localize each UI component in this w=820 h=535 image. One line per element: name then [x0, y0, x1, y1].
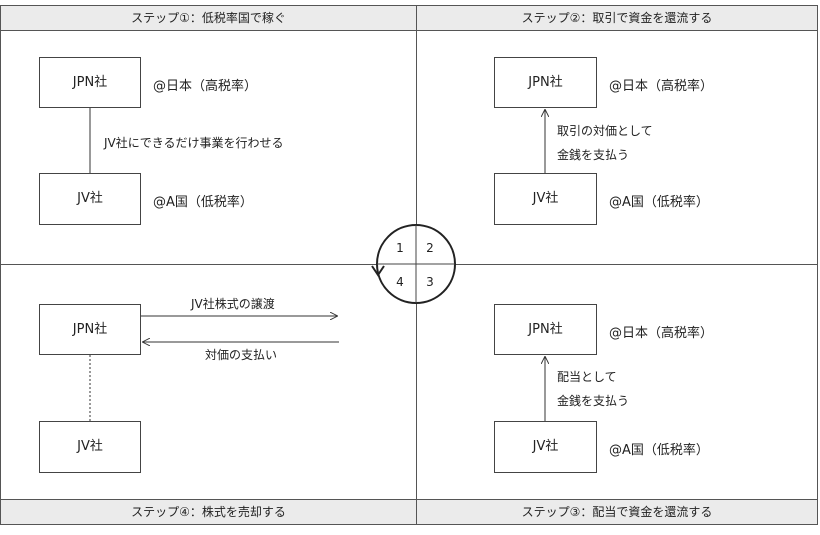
cycle-number-1: 1	[396, 241, 404, 255]
q2-japan-label: @日本（高税率）	[609, 79, 714, 94]
cycle-number-3: 3	[426, 275, 434, 289]
q3-japan-label: @日本（高税率）	[609, 326, 714, 341]
step2-header: ステップ②：取引で資金を還流する	[417, 6, 817, 31]
q3-note-line1: 配当として	[557, 370, 617, 384]
q3-note-line2: 金銭を支払う	[557, 394, 630, 408]
q1-country-a-label: @A国（低税率）	[153, 195, 253, 210]
cycle-arrow-head	[371, 265, 385, 277]
q3-country-a-label: @A国（低税率）	[609, 443, 709, 458]
q3-jpn-box: JPN社	[494, 304, 597, 355]
step1-header: ステップ①：低税率国で稼ぐ	[1, 6, 416, 31]
q4-jv-box: JV社	[39, 421, 141, 473]
q1-jv-box: JV社	[39, 173, 141, 225]
cycle-number-4: 4	[396, 275, 404, 289]
diagram-frame	[0, 5, 818, 525]
q1-jpn-box: JPN社	[39, 57, 141, 108]
q2-jv-box: JV社	[494, 173, 597, 225]
step4-header: ステップ④：株式を売却する	[1, 499, 416, 524]
q2-note-line1: 取引の対価として	[557, 124, 653, 138]
q2-jpn-box: JPN社	[494, 57, 597, 108]
q2-note-line2: 金銭を支払う	[557, 148, 630, 162]
q1-japan-label: @日本（高税率）	[153, 79, 258, 94]
cycle-number-2: 2	[426, 241, 434, 255]
q4-payment-label: 対価の支払い	[205, 348, 278, 362]
step3-header: ステップ③：配当で資金を還流する	[417, 499, 817, 524]
q3-jv-box: JV社	[494, 421, 597, 473]
q2-country-a-label: @A国（低税率）	[609, 195, 709, 210]
q4-jpn-box: JPN社	[39, 304, 141, 355]
q4-transfer-label: JV社株式の譲渡	[191, 297, 275, 311]
q1-note: JV社にできるだけ事業を行わせる	[104, 136, 284, 150]
